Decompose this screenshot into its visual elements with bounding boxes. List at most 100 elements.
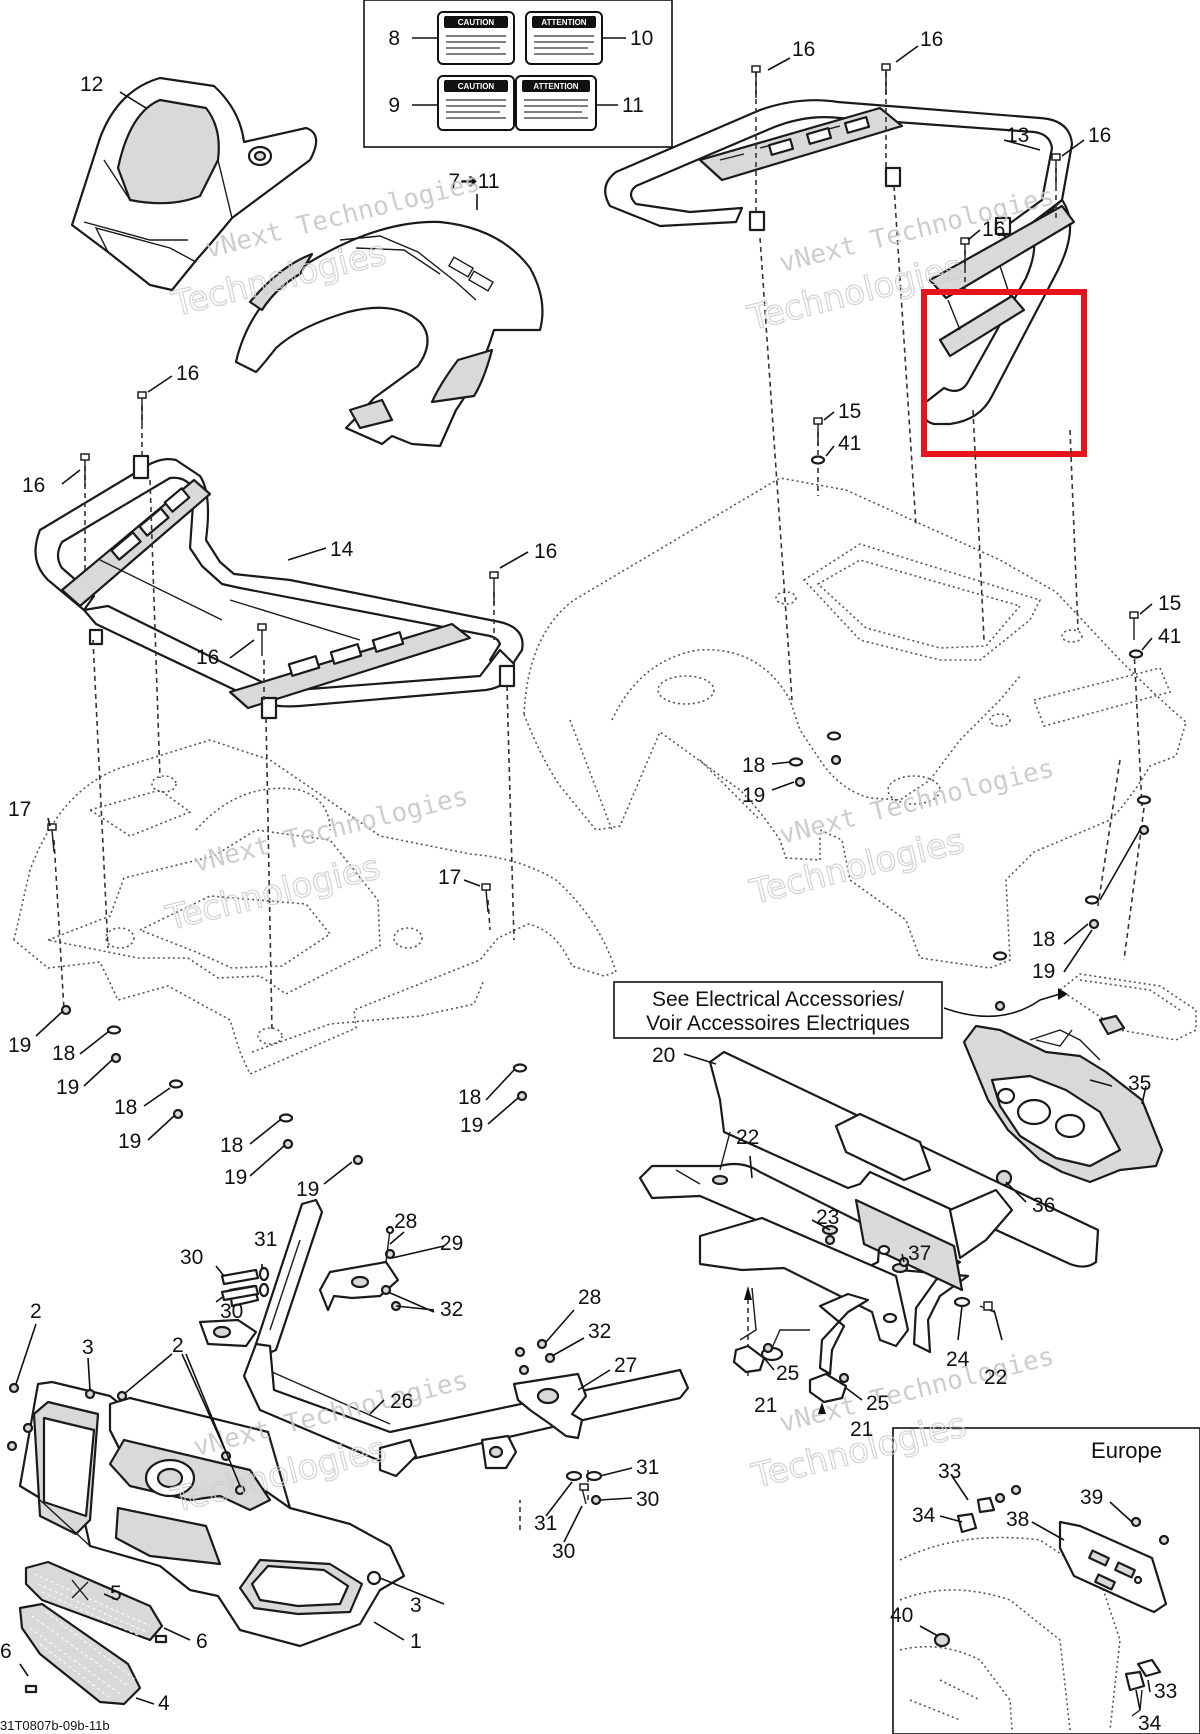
callout-30: 30: [636, 1488, 659, 1511]
callout-27: 27: [614, 1354, 637, 1377]
callout-4: 4: [158, 1692, 170, 1715]
callout-14: 14: [330, 538, 354, 561]
callout-23: 23: [816, 1206, 839, 1229]
callout-19: 19: [118, 1130, 141, 1153]
decal-11-attention: ATTENTION: [515, 75, 597, 131]
callout-33: 33: [1154, 1680, 1177, 1703]
part-4-lower-grille: [18, 1602, 168, 1706]
callout-16: 16: [920, 28, 943, 51]
callout-16: 16: [22, 474, 45, 497]
part-12-front-storage-cover: [70, 76, 318, 292]
decal-8-label: CAUTION: [458, 18, 495, 27]
part-27-bracket: [512, 1338, 603, 1506]
electrical-accessories-note: See Electrical Accessories/ Voir Accesso…: [613, 981, 1068, 1039]
callout-12: 12: [80, 73, 103, 96]
callout-19: 19: [460, 1114, 483, 1137]
callout-32: 32: [588, 1320, 611, 1343]
callout-40: 40: [890, 1604, 913, 1627]
callout-16: 16: [982, 218, 1005, 241]
callout-3: 3: [410, 1594, 422, 1617]
callout-2: 2: [30, 1300, 42, 1323]
callout-9: 9: [388, 94, 400, 117]
callout-19: 19: [742, 784, 765, 807]
callout-18: 18: [114, 1096, 137, 1119]
callout-15: 15: [838, 400, 861, 423]
callout-33: 33: [938, 1460, 961, 1483]
callout-21: 21: [754, 1394, 777, 1417]
callout-17: 17: [8, 798, 31, 821]
callout-13: 13: [1006, 124, 1029, 147]
callout-24: 24: [946, 1348, 970, 1371]
callout-19: 19: [1032, 960, 1055, 983]
note-line-2: Voir Accessoires Electriques: [646, 1012, 910, 1035]
callout-22: 22: [984, 1366, 1007, 1389]
callout-25: 25: [866, 1392, 889, 1415]
callout-31: 31: [534, 1512, 557, 1535]
callout-29: 29: [440, 1232, 463, 1255]
callout-19: 19: [56, 1076, 79, 1099]
callout-3: 3: [82, 1336, 94, 1359]
callout-2: 2: [172, 1334, 184, 1357]
part-26-front-support: [198, 1198, 690, 1478]
callout-18: 18: [458, 1086, 481, 1109]
callout-16: 16: [534, 540, 557, 563]
part-13-rear-rack: [604, 99, 1076, 426]
decal-10-label: ATTENTION: [541, 18, 586, 27]
callout-28: 28: [394, 1210, 417, 1233]
decal-11-label: ATTENTION: [533, 82, 578, 91]
part-35-light-bracket: [962, 973, 1197, 1187]
fasteners-30-31: [220, 1266, 402, 1312]
callout-30: 30: [180, 1246, 203, 1269]
callout-labels: 8 10 9 11 12 16 16 13 16 16 16 16 14 16 …: [0, 27, 1181, 1734]
part-14-front-rack: [34, 454, 524, 720]
callout-32: 32: [440, 1298, 463, 1321]
callout-22: 22: [736, 1126, 759, 1149]
part-5-grille-insert: [24, 1560, 164, 1642]
callout-36: 36: [1032, 1194, 1055, 1217]
part-20-rear-subframe: [638, 1050, 1100, 1376]
callout-5: 5: [110, 1582, 122, 1605]
callout-leaders: [15, 45, 1153, 1711]
callout-6: 6: [196, 1630, 208, 1653]
decal-9-label: CAUTION: [458, 82, 495, 91]
decal-group-box: CAUTION ATTENTION CAUTION: [363, 0, 673, 148]
part-1-front-bumper: [6, 1380, 406, 1648]
decal-group-label: 7➔11: [448, 170, 499, 193]
callout-41: 41: [1158, 625, 1181, 648]
callout-31: 31: [254, 1228, 277, 1251]
callout-16: 16: [176, 362, 199, 385]
inset-title: Europe: [1091, 1438, 1162, 1463]
callout-16: 16: [196, 646, 219, 669]
callout-18: 18: [220, 1134, 243, 1157]
callout-25: 25: [776, 1362, 799, 1385]
callout-8: 8: [388, 27, 400, 50]
callout-6: 6: [0, 1640, 12, 1663]
note-line-1: See Electrical Accessories/: [652, 988, 904, 1011]
part-7-rear-body-cover: [234, 220, 544, 448]
front-fender-body: [13, 739, 617, 1076]
decal-9-caution: CAUTION: [437, 75, 515, 131]
callout-34: 34: [1138, 1712, 1162, 1734]
highlight-box: [921, 289, 1087, 457]
callout-18: 18: [52, 1042, 75, 1065]
callout-28: 28: [578, 1286, 601, 1309]
callout-35: 35: [1128, 1072, 1151, 1095]
callout-34: 34: [912, 1504, 936, 1527]
drawing-code: 31T0807b-09b-11b: [0, 1718, 110, 1733]
callout-19: 19: [8, 1034, 31, 1057]
rear-fender-body: [523, 477, 1187, 969]
callout-30: 30: [552, 1540, 575, 1563]
callout-21: 21: [850, 1418, 873, 1441]
callout-16: 16: [792, 38, 815, 61]
fasteners: [47, 63, 1152, 1166]
callout-41: 41: [838, 432, 861, 455]
part-29-bracket: [318, 1225, 400, 1312]
callout-19: 19: [296, 1178, 319, 1201]
callout-26: 26: [390, 1390, 413, 1413]
callout-18: 18: [1032, 928, 1055, 951]
callout-20: 20: [652, 1044, 675, 1067]
callout-1: 1: [410, 1630, 422, 1653]
decal-8-caution: CAUTION: [437, 11, 515, 65]
callout-39: 39: [1080, 1486, 1103, 1509]
